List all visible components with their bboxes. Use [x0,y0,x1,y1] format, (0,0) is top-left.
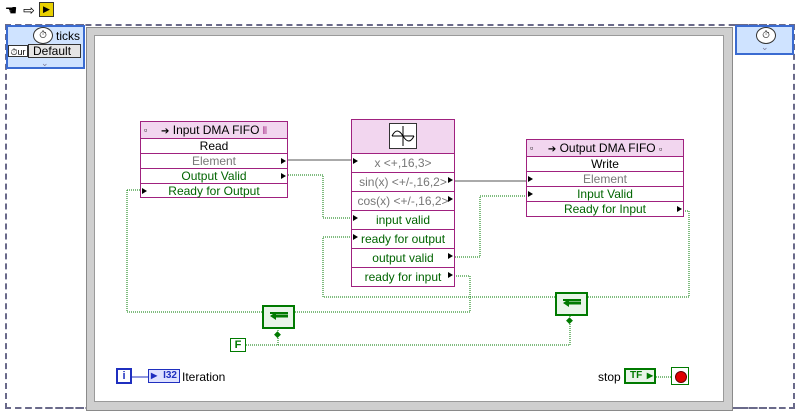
stop-wire [656,376,672,378]
indicator-arrow-icon: ▶ [151,371,158,380]
math-row-input-valid[interactable]: input valid [352,210,454,229]
false-constant[interactable]: F [230,338,246,352]
fifo-icon: ⫴ [262,126,267,137]
fifo-arrow-icon: ➔ [161,126,170,137]
initializer-terminal-icon: ◆ [274,329,281,339]
chevron-down-icon[interactable]: ⌄ [41,58,49,68]
ticks-label: ticks [56,29,80,43]
sine-wave-icon [389,123,417,149]
stop-label: stop [598,370,621,384]
timing-source-dropdown[interactable]: Default [28,44,81,58]
hand-icon[interactable]: ☚ [4,2,18,18]
output-fifo-method[interactable]: Write [527,156,683,171]
timed-loop-top-border [5,24,795,26]
output-fifo-row-ready-for-input[interactable]: Ready for Input [527,201,683,216]
input-fifo-title-text: Input DMA FIFO [172,123,260,137]
feedback-node-left[interactable] [262,305,295,329]
chevron-down-icon[interactable]: ⌄ [761,42,769,52]
output-fifo-title: ▫ ➔ Output DMA FIFO ▫ [527,140,683,156]
node-menu-icon: ▫ [530,143,534,153]
stop-sign-icon [675,371,687,383]
input-fifo-method[interactable]: Read [141,138,287,153]
input-fifo-row-element[interactable]: Element [141,153,287,168]
iteration-label: Iteration [182,370,226,384]
iteration-wire [132,376,148,378]
math-row-cos[interactable]: cos(x) <+/-,16,2> [352,191,454,210]
math-row-sin[interactable]: sin(x) <+/-,16,2> [352,172,454,191]
timed-loop-input-node[interactable]: ⏱ ticks ⏱ur Default ⌄ [6,25,85,69]
math-row-output-valid[interactable]: output valid [352,248,454,267]
input-fifo-title: ▫ ➔ Input DMA FIFO ⫴ [141,122,287,138]
timing-source-terminal[interactable]: ⏱ur [8,45,28,57]
output-fifo-title-text: Output DMA FIFO [559,141,656,155]
vi-icon[interactable]: ▶ [39,2,54,17]
arrow-icon[interactable]: ⇨ [23,2,35,18]
output-dma-fifo-node[interactable]: ▫ ➔ Output DMA FIFO ▫ Write Element Inpu… [526,139,684,217]
control-arrow-icon: ▶ [646,371,653,380]
math-row-ready-for-input[interactable]: ready for input [352,267,454,286]
math-node-header [352,120,454,153]
clock-icon: ⏱ [33,27,53,44]
input-fifo-row-ready-for-output[interactable]: Ready for Output [141,183,287,198]
timed-loop-output-node[interactable]: ⏱ ⌄ [735,25,794,55]
fifo-box-icon: ▫ [658,144,663,154]
iteration-type: I32 [163,370,177,381]
input-fifo-row-output-valid[interactable]: Output Valid [141,168,287,183]
node-menu-icon: ▫ [144,125,148,135]
fifo-arrow-icon: ➔ [547,144,557,155]
loop-condition-terminal[interactable] [671,367,689,385]
input-dma-fifo-node[interactable]: ▫ ➔ Input DMA FIFO ⫴ Read Element Output… [140,121,288,198]
math-row-x[interactable]: x <+,16,3> [352,153,454,172]
high-throughput-math-node[interactable]: x <+,16,3> sin(x) <+/-,16,2> cos(x) <+/-… [351,119,455,287]
clock-icon: ⏱ [756,27,776,44]
output-fifo-row-input-valid[interactable]: Input Valid [527,186,683,201]
stop-type: TF [630,370,643,381]
initializer-terminal-icon: ◆ [566,315,573,325]
stop-control[interactable]: TF▶ [624,368,656,384]
iteration-indicator[interactable]: ▶ I32 [148,369,180,383]
iteration-terminal[interactable]: i [116,368,132,384]
output-fifo-row-element[interactable]: Element [527,171,683,186]
feedback-node-right[interactable] [555,292,588,316]
math-row-ready-for-output[interactable]: ready for output [352,229,454,248]
